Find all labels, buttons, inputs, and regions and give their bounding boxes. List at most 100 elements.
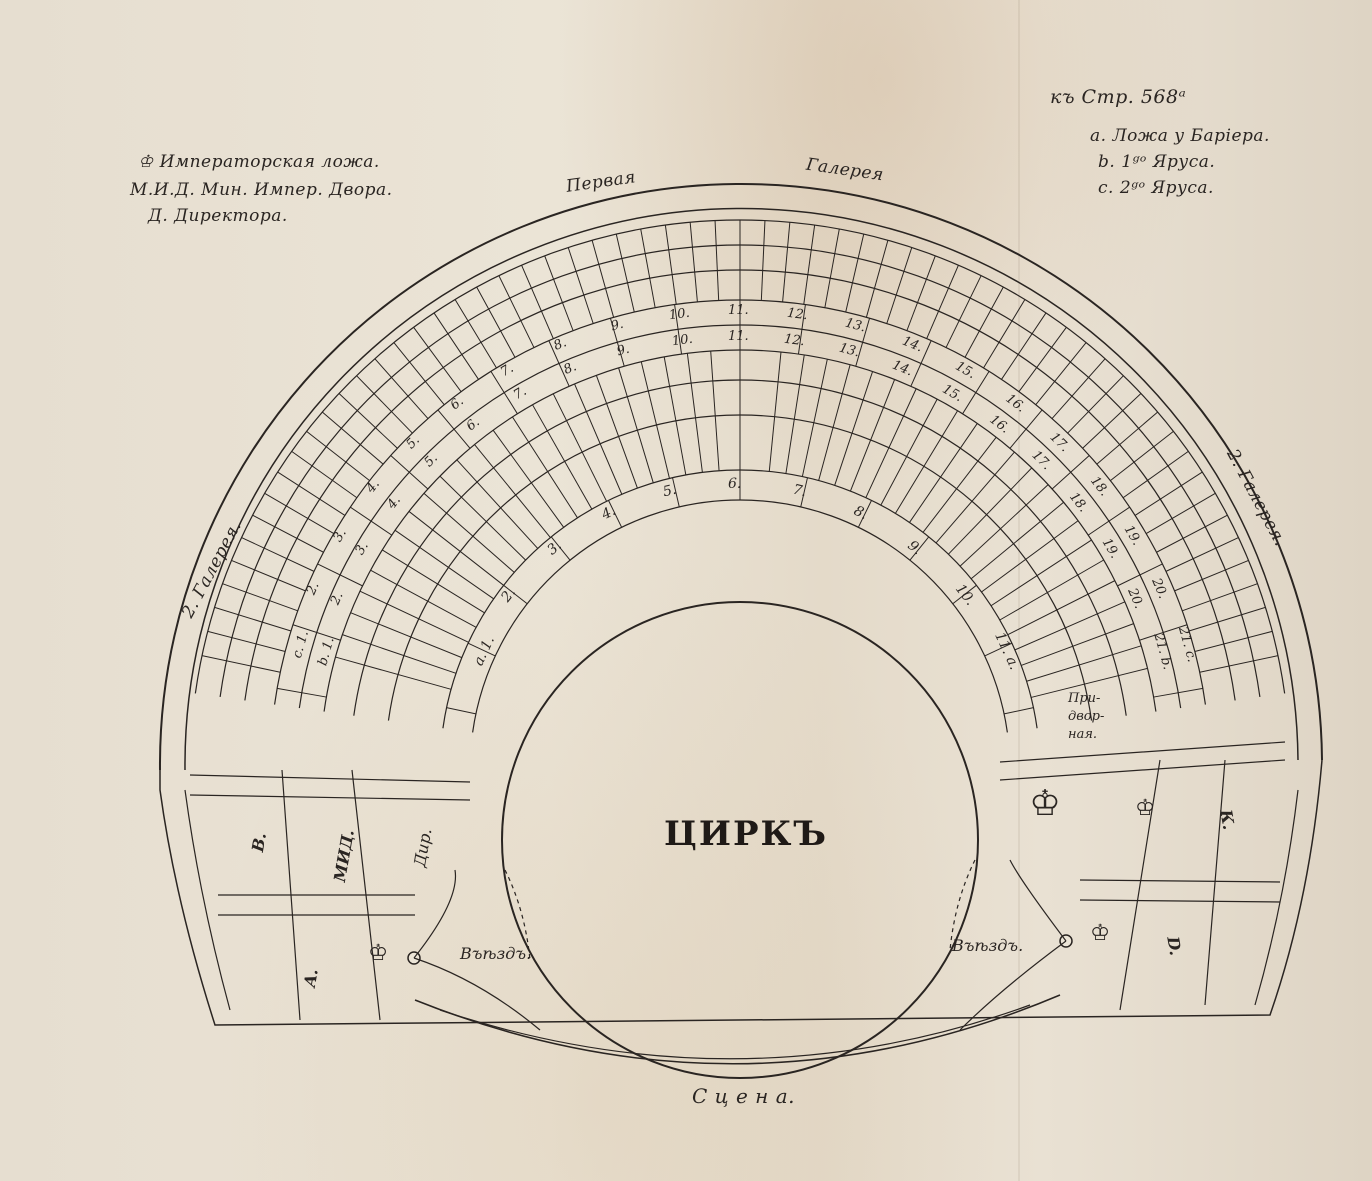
legend-left-imperial: ♔ Императорская ложа. — [138, 152, 380, 172]
tier-box-divider — [292, 624, 341, 641]
gallery-seat-divider — [476, 286, 516, 358]
gallery-seat-divider — [1156, 514, 1228, 553]
tier2-box-label: 11. — [728, 303, 749, 318]
seat-divider — [1030, 667, 1148, 698]
gallery-seat-divider — [1001, 312, 1047, 380]
gallery-seat-divider — [689, 222, 698, 302]
gallery-seat-divider — [1174, 559, 1249, 592]
gallery-seat-divider — [454, 299, 497, 369]
seat-divider — [990, 539, 1092, 607]
tier-box-divider — [1153, 687, 1203, 698]
seat-divider — [894, 410, 958, 514]
seat-divider — [970, 501, 1064, 580]
barrier-box-divider — [672, 477, 680, 508]
tier-box-divider — [674, 304, 683, 355]
arena-circle — [501, 601, 979, 1079]
seat-divider — [492, 429, 565, 528]
gallery-seat-divider — [1082, 393, 1142, 449]
gallery-seat-divider — [1018, 327, 1067, 392]
gallery-seat-divider — [544, 255, 574, 331]
tier2-box-label: 12. — [786, 305, 809, 324]
seat-divider — [663, 356, 687, 476]
seat-divider — [909, 423, 978, 523]
arena-rings — [194, 219, 1286, 1079]
gallery-seat-divider — [433, 312, 479, 380]
gallery-seat-divider — [567, 247, 594, 324]
gallery-seat-divider — [1051, 358, 1106, 419]
seat-divider — [710, 350, 720, 471]
gallery-seat-divider — [1067, 375, 1124, 434]
gallery-seat-divider — [945, 275, 982, 348]
tier-box-divider — [1009, 409, 1043, 449]
gallery-seat-divider — [413, 327, 462, 392]
plan-outline — [158, 183, 1323, 1065]
crown-icon: ♔ — [1135, 795, 1155, 821]
gallery-seat-divider — [374, 358, 429, 419]
legend-right-item: c. 2ᵍᵒ Яруса. — [1098, 178, 1214, 198]
tier-box-divider — [797, 304, 806, 355]
legend-right-item: а. Ложа у Барiера. — [1090, 126, 1270, 146]
seat-divider — [922, 436, 997, 533]
gallery-seat-divider — [615, 233, 635, 313]
tier-box-divider — [1117, 563, 1163, 587]
box-a-label: A. — [300, 967, 322, 989]
barrier-box-divider — [800, 477, 808, 508]
seat-divider — [595, 375, 638, 489]
gallery-seat-divider — [252, 514, 324, 553]
gallery-seat-divider — [782, 222, 791, 302]
seat-divider — [834, 371, 874, 486]
seat-divider — [342, 634, 457, 674]
seat-divider — [456, 459, 539, 549]
seat-divider — [474, 444, 551, 538]
seat-divider — [640, 361, 670, 479]
seat-divider — [999, 559, 1104, 621]
tier-box-divider — [855, 318, 871, 367]
gallery-seat-divider — [714, 220, 720, 301]
tier-box-divider — [548, 340, 570, 387]
seat-divider — [423, 492, 515, 573]
seat-divider — [359, 590, 469, 643]
entrance-left-label: Въѣздъ. — [460, 944, 532, 963]
barrier-box-divider — [608, 500, 623, 528]
seat-divider — [1007, 580, 1116, 636]
seat-divider — [959, 484, 1049, 567]
gallery-seat-divider — [865, 240, 889, 318]
barrier-box-divider — [503, 584, 528, 605]
seat-divider — [801, 359, 828, 477]
tier-box-divider — [317, 563, 363, 587]
barrier-box-divider — [952, 584, 977, 605]
gallery-seat-divider — [1194, 630, 1273, 653]
seat-divider — [532, 404, 593, 510]
gallery-seat-divider — [1188, 606, 1266, 632]
tier-box-divider — [390, 455, 429, 490]
plan-title: ЦИРКЪ — [664, 814, 828, 854]
seat-divider — [1026, 645, 1142, 682]
box-k-label: К. — [1216, 808, 1239, 832]
tier2-box-label: 10. — [667, 305, 691, 324]
gallery-seat-divider — [322, 411, 384, 465]
gallery-seat-divider — [1145, 492, 1216, 535]
gallery-seat-divider — [640, 228, 656, 308]
gallery-seat-divider — [845, 233, 865, 313]
gallery-seat-divider — [1182, 583, 1258, 612]
gallery-seat-divider — [201, 655, 281, 673]
entrance-right-label: Въѣздъ. — [952, 936, 1024, 955]
seat-divider — [768, 351, 782, 472]
tier-box-divider — [490, 371, 518, 415]
gallery-seat-divider — [214, 606, 292, 632]
crown-icon: ♔ — [368, 940, 388, 966]
box-d-label: D. — [1163, 935, 1186, 957]
gallery-seat-divider — [591, 240, 615, 318]
gallery-seat-divider — [803, 225, 816, 305]
tier1-box-label: 11. — [728, 329, 749, 344]
seat-divider — [880, 398, 938, 506]
gallery-seat-divider — [1035, 342, 1087, 406]
barrier-box-divider — [1003, 707, 1034, 715]
gallery-seat-divider — [824, 228, 840, 308]
box-b-label: B. — [248, 831, 271, 854]
gallery-seat-divider — [1110, 430, 1174, 482]
gallery-seat-divider — [291, 450, 358, 499]
tier-box-divider — [437, 409, 471, 449]
seat-grid — [201, 220, 1279, 698]
